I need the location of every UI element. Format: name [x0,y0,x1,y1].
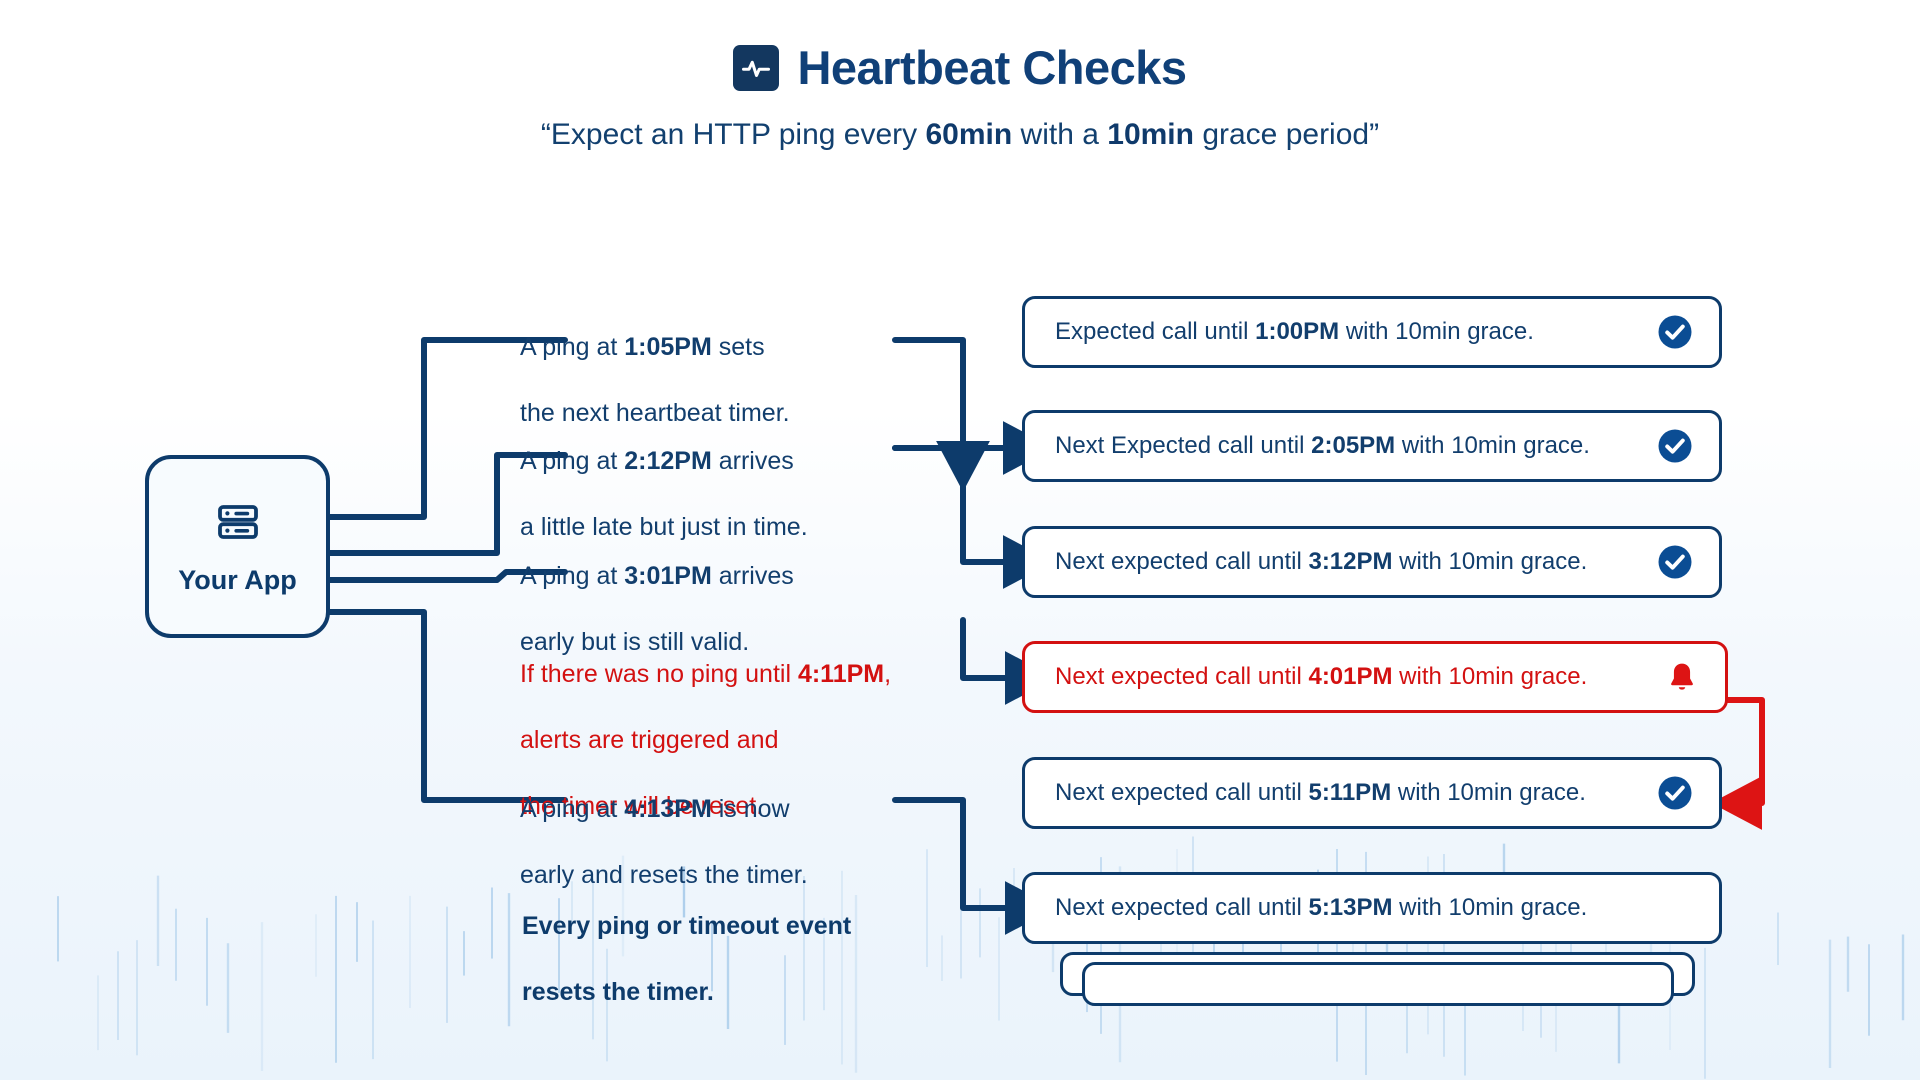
card-5-time: 5:11PM [1308,779,1392,806]
card-2-time: 2:05PM [1311,432,1396,459]
status-card-1-text: Expected call until 1:00PM with 10min gr… [1055,318,1657,346]
card-4-post: with 10min grace. [1392,663,1588,690]
step-3-time: 3:01PM [624,562,712,590]
page-title: Heartbeat Checks [797,41,1187,94]
step-6-line1: Every ping or timeout event [522,912,852,940]
subtitle-interval-value: 60min [925,118,1013,151]
subtitle-prefix: “Expect an HTTP ping every [540,118,926,151]
card-2-post: with 10min grace. [1395,432,1590,459]
status-card-5-text: Next expected call until 5:11PM with 10m… [1055,779,1657,807]
step-4-pre: If there was no ping until [520,660,798,688]
step-5-post: is now [711,795,790,823]
card-3-post: with 10min grace. [1392,548,1588,575]
bell-alert-icon [1665,660,1699,694]
card-4-time: 4:01PM [1308,663,1393,690]
subtitle-middle: with a [1012,118,1108,151]
step-3-pre: A ping at [520,562,625,590]
step-5-line2: early and resets the timer. [520,861,808,889]
status-card-1[interactable]: Expected call until 1:00PM with 10min gr… [1022,296,1722,368]
check-circle-icon [1657,314,1693,350]
card-6-time: 5:13PM [1308,894,1393,921]
step-text-5: A ping at 4:13PM is now early and resets… [520,760,808,892]
status-card-2-text: Next Expected call until 2:05PM with 10m… [1055,432,1657,460]
step-1-line2: the next heartbeat timer. [520,399,790,427]
status-card-6[interactable]: Next expected call until 5:13PM with 10m… [1022,872,1722,944]
card-3-pre: Next expected call until [1055,548,1309,575]
step-4-line3: the timer will be reset. [520,792,764,820]
page-subtitle: “Expect an HTTP ping every 60min with a … [0,117,1920,153]
check-circle-icon [1657,775,1693,811]
step-3-post: arrives [711,562,794,590]
step-2-post: arrives [711,447,794,475]
app-node-label: Your App [178,564,297,595]
card-6-post: with 10min grace. [1392,894,1588,921]
card-1-post: with 10min grace. [1339,318,1534,345]
card-3-time: 3:12PM [1308,548,1393,575]
status-card-4-text: Next expected call until 4:01PM with 10m… [1055,663,1665,691]
step-2-pre: A ping at [520,447,625,475]
step-3-line2: early but is still valid. [520,628,750,656]
status-card-2[interactable]: Next Expected call until 2:05PM with 10m… [1022,410,1722,482]
status-card-3-text: Next expected call until 3:12PM with 10m… [1055,548,1657,576]
card-1-time: 1:00PM [1255,318,1340,345]
status-card-3[interactable]: Next expected call until 3:12PM with 10m… [1022,526,1722,598]
step-1-pre: A ping at [520,333,625,361]
step-text-4: If there was no ping until 4:11PM, alert… [520,625,891,823]
card-2-pre: Next Expected call until [1055,432,1312,459]
card-1-pre: Expected call until [1055,318,1256,345]
step-text-6: Every ping or timeout event resets the t… [522,877,851,1009]
app-node[interactable]: Your App [145,455,330,638]
step-6-line2: resets the timer. [522,978,714,1006]
card-4-pre: Next expected call until [1055,663,1309,690]
step-text-2: A ping at 2:12PM arrives a little late b… [520,412,808,544]
step-1-time: 1:05PM [624,333,712,361]
step-4-line2: alerts are triggered and [520,726,779,754]
card-5-pre: Next expected call until [1055,779,1309,806]
step-text-1: A ping at 1:05PM sets the next heartbeat… [520,298,790,430]
step-2-line2: a little late but just in time. [520,513,808,541]
subtitle-suffix: grace period” [1193,118,1380,151]
step-2-time: 2:12PM [624,447,712,475]
subtitle-grace-value: 10min [1107,118,1194,151]
status-card-5[interactable]: Next expected call until 5:11PM with 10m… [1022,757,1722,829]
step-1-post: sets [711,333,765,361]
step-text-3: A ping at 3:01PM arrives early but is st… [520,527,794,659]
title-row: Heartbeat Checks [0,44,1920,91]
status-card-6-text: Next expected call until 5:13PM with 10m… [1055,894,1693,922]
heartbeat-pulse-icon [733,44,780,91]
ghost-card-3 [1082,962,1674,1006]
check-circle-icon [1657,544,1693,580]
step-5-time: 4:13PM [624,795,712,823]
step-4-time: 4:11PM [797,660,885,688]
server-rack-icon [214,498,262,551]
check-circle-icon [1657,428,1693,464]
step-4-post: , [884,660,892,688]
card-5-post: with 10min grace. [1391,779,1586,806]
card-6-pre: Next expected call until [1055,894,1309,921]
header: Heartbeat Checks “Expect an HTTP ping ev… [0,0,1920,153]
status-card-4-alert[interactable]: Next expected call until 4:01PM with 10m… [1022,641,1728,713]
step-5-pre: A ping at [520,795,625,823]
